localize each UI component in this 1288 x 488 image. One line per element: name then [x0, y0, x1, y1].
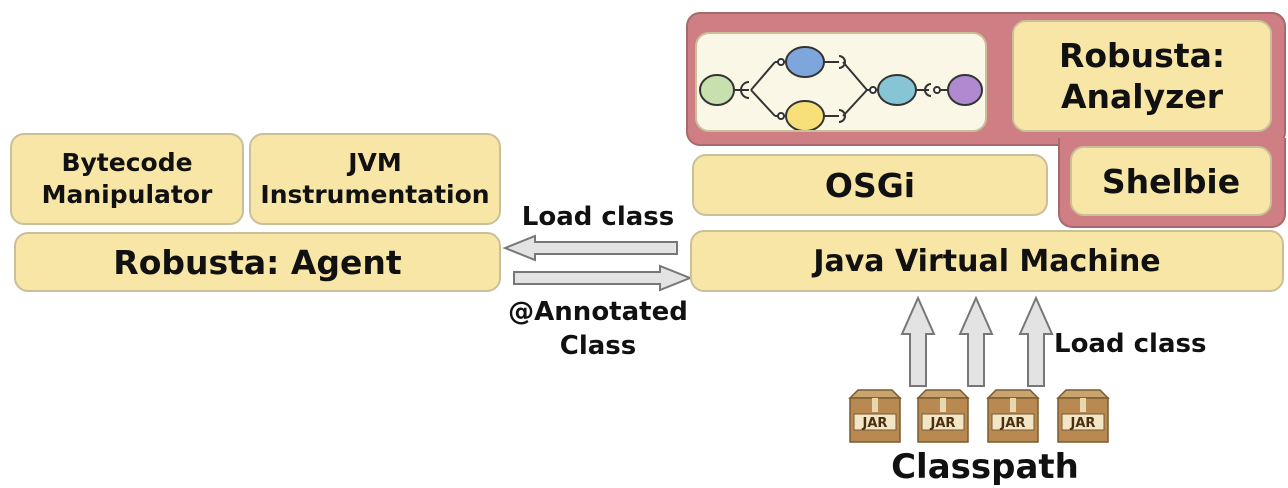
shelbie-container-fill [1060, 130, 1280, 150]
jar-label: JAR [1070, 416, 1096, 431]
jvm-instrumentation-box: JVM Instrumentation [249, 133, 501, 225]
load-class-label-bottom: Load class [1054, 329, 1207, 359]
component-diagram-panel [695, 32, 987, 132]
robusta-agent-label: Robusta: Agent [113, 242, 402, 282]
osgi-label: OSGi [824, 165, 916, 205]
annotated-class-label: @Annotated Class [508, 297, 688, 361]
bytecode-manipulator-box: Bytecode Manipulator [10, 133, 244, 225]
osgi-box: OSGi [692, 154, 1048, 216]
load-class-arrow-left [502, 234, 678, 262]
jar-label: JAR [862, 416, 888, 431]
robusta-analyzer-box: Robusta: Analyzer [1012, 20, 1272, 132]
jar-label: JAR [1000, 416, 1026, 431]
load-class-arrow-up-3 [1018, 295, 1054, 387]
jar-icon: JAR [984, 388, 1042, 446]
load-class-arrow-up-2 [958, 295, 994, 387]
robusta-agent-box: Robusta: Agent [14, 232, 501, 292]
bytecode-manipulator-label: Bytecode Manipulator [41, 147, 213, 210]
load-class-arrow-up-1 [900, 295, 936, 387]
load-class-label-top: Load class [521, 202, 675, 232]
jar-icon: JAR [914, 388, 972, 446]
java-virtual-machine-label: Java Virtual Machine [813, 243, 1161, 279]
jar-icon: JAR [1054, 388, 1112, 446]
jvm-instrumentation-label: JVM Instrumentation [260, 147, 490, 210]
java-virtual-machine-box: Java Virtual Machine [690, 230, 1284, 292]
annotated-class-arrow-right [513, 264, 693, 292]
jar-label: JAR [930, 416, 956, 431]
component-graph-icon [699, 46, 983, 132]
shelbie-label: Shelbie [1101, 161, 1241, 201]
jar-icon: JAR [846, 388, 904, 446]
shelbie-box: Shelbie [1070, 146, 1272, 216]
robusta-analyzer-label: Robusta: Analyzer [1058, 35, 1226, 116]
classpath-label: Classpath [891, 447, 1079, 487]
